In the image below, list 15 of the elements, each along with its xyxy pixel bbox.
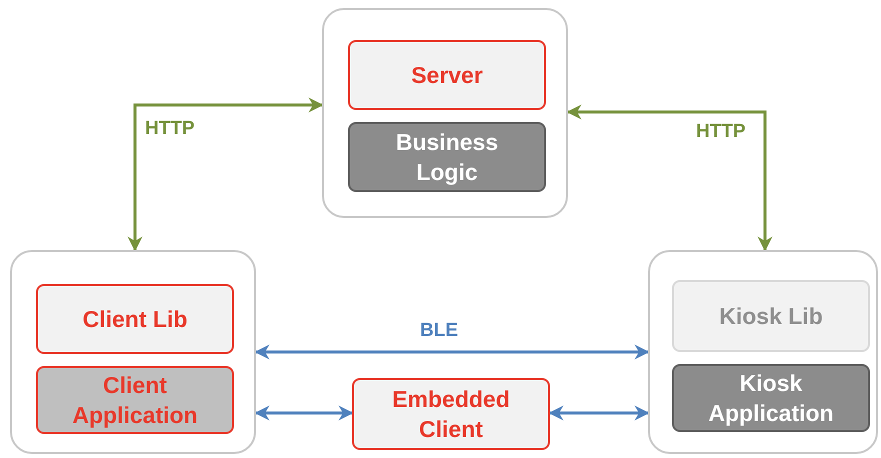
container-box: [10, 250, 256, 454]
component-box: Server: [348, 40, 546, 110]
component-box: Client Application: [36, 366, 234, 434]
component-box: Client Lib: [36, 284, 234, 354]
container-box: [648, 250, 878, 454]
component-box: Kiosk Application: [672, 364, 870, 432]
arrow: [254, 344, 650, 360]
arrow: [548, 406, 650, 420]
arrow: [254, 406, 354, 420]
component-box: Embedded Client: [352, 378, 550, 450]
arrow: [566, 104, 772, 252]
arrow: [128, 98, 324, 252]
component-box: Kiosk Lib: [672, 280, 870, 352]
container-box: [322, 8, 568, 218]
component-box: Business Logic: [348, 122, 546, 192]
